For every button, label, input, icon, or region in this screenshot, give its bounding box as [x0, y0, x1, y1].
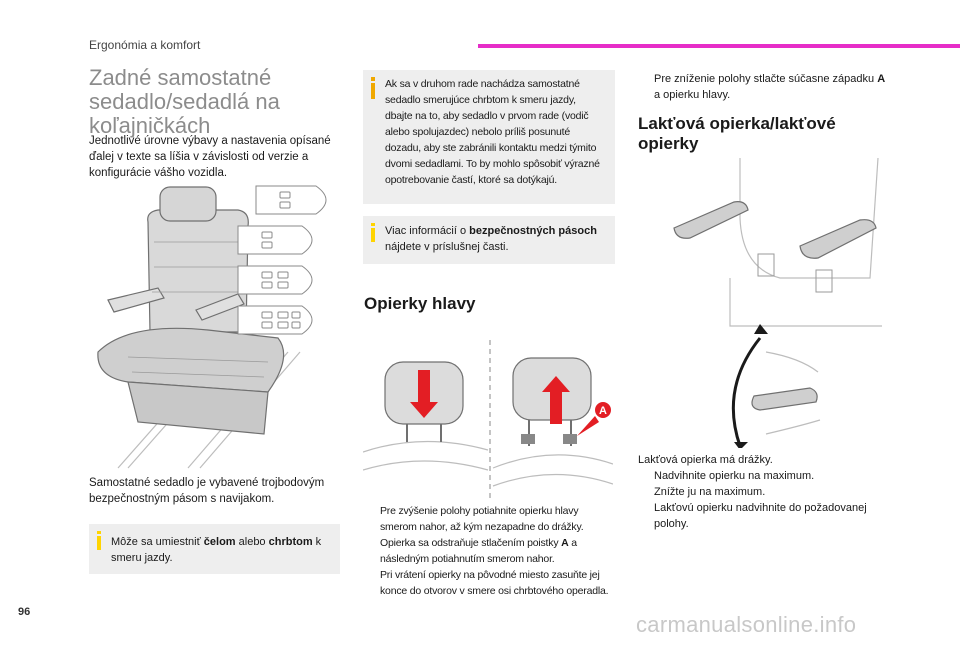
- list-item-text: Znížte ju na maximum.: [654, 486, 766, 498]
- list-item-text: Lakťovú opierku nadvihnite do požadovane…: [654, 502, 867, 530]
- armrest-illustration: [670, 158, 886, 448]
- seat-illustration: [88, 182, 340, 470]
- headrest-lower-instruction: Pre zníženie polohy stlačte súčasne zápa…: [638, 71, 888, 103]
- note-text: Viac informácií o: [385, 225, 470, 237]
- headrest-instructions: Pre zvýšenie polohy potiahnite opierku h…: [364, 503, 616, 599]
- section-title-rear-seats: Zadné samostatné sedadlo/sedadlá na koľa…: [89, 65, 280, 138]
- note-text: Môže sa umiestniť: [111, 536, 204, 548]
- headrest-illustration: A: [363, 340, 613, 500]
- list-item-bold: A: [877, 73, 886, 85]
- list-item: Pri vrátení opierky na pôvodné miesto za…: [364, 567, 616, 599]
- list-item-text: Opierka sa odstraňuje stlačením poistky: [380, 537, 562, 549]
- warning-text: Ak sa v druhom rade nachádza samostatné …: [385, 78, 600, 186]
- list-item: Pre zníženie polohy stlačte súčasne zápa…: [638, 71, 888, 103]
- list-item: Opierka sa odstraňuje stlačením poistky …: [364, 535, 616, 567]
- rear-seats-intro: Jednotlivé úrovne výbavy a nastavenia op…: [89, 135, 331, 179]
- watermark: carmanualsonline.info: [636, 612, 857, 637]
- note-bold: chrbtom: [268, 536, 313, 548]
- list-item-text: Pre zníženie polohy stlačte súčasne zápa…: [654, 73, 878, 85]
- note-bold: bezpečnostných pásoch: [469, 225, 597, 237]
- chapter-title: Ergonómia a komfort: [89, 38, 201, 52]
- list-item: Pre zvýšenie polohy potiahnite opierku h…: [364, 503, 616, 535]
- list-item-bold: A: [561, 537, 569, 549]
- list-item: Znížte ju na maximum.: [638, 484, 888, 500]
- list-item: Nadvihnite opierku na maximum.: [638, 468, 888, 484]
- note-bold: čelom: [203, 536, 236, 548]
- info-icon: [97, 531, 101, 550]
- list-item-text: Pre zvýšenie polohy potiahnite opierku h…: [380, 505, 584, 533]
- chapter-accent-bar: [478, 44, 960, 48]
- latch-label: A: [599, 405, 607, 417]
- armrest-instructions: Nadvihnite opierku na maximum. Znížte ju…: [638, 468, 888, 532]
- note-text: nájdete v príslušnej časti.: [385, 241, 509, 253]
- info-icon: [371, 77, 375, 99]
- note-text: alebo: [235, 536, 269, 548]
- list-item: Lakťovú opierku nadvihnite do požadovane…: [638, 500, 888, 532]
- note-text: k smeru jazdy.: [111, 536, 322, 564]
- page-number: 96: [18, 606, 31, 618]
- list-item-text: a následným potiahnutím smerom nahor.: [380, 537, 577, 565]
- warning-note: Ak sa v druhom rade nachádza samostatné …: [363, 70, 615, 204]
- list-item-text: a opierku hlavy.: [654, 89, 731, 101]
- belt-text: Samostatné sedadlo je vybavené trojbodov…: [89, 477, 325, 505]
- note-belts: Viac informácií o bezpečnostných pásoch …: [363, 216, 615, 264]
- armrest-intro: Lakťová opierka má drážky.: [638, 454, 773, 466]
- info-icon: [371, 223, 375, 242]
- list-item-text: Nadvihnite opierku na maximum.: [654, 470, 815, 482]
- section-title-headrests: Opierky hlavy: [364, 294, 476, 313]
- list-item-text: Pri vrátení opierky na pôvodné miesto za…: [380, 569, 609, 597]
- section-title-armrests: Lakťová opierka/lakťové opierky: [638, 114, 836, 153]
- note-orientation: Môže sa umiestniť čelom alebo chrbtom k …: [89, 524, 340, 574]
